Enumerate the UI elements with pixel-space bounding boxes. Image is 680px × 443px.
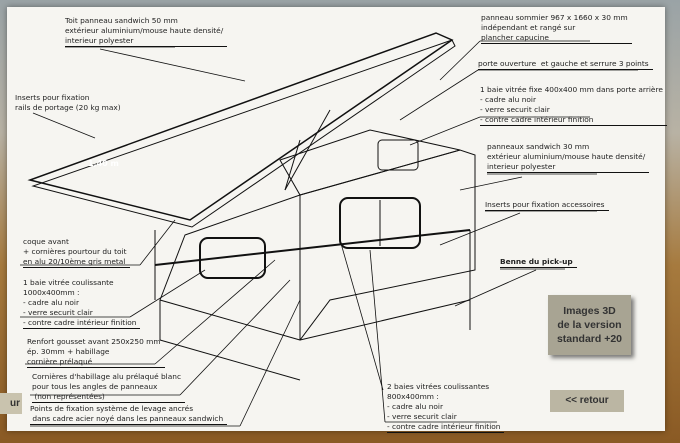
- dimension-label: 1,40 m: [88, 159, 119, 168]
- label-sommier: panneau sommier 967 x 1660 x 30 mm indép…: [481, 13, 632, 44]
- left-partial-button[interactable]: ur: [0, 393, 22, 414]
- label-points-fixation: Points de fixation système de levage anc…: [30, 404, 228, 425]
- label-renfort: Renfort gousset avant 250x250 mm ép. 30m…: [27, 337, 165, 368]
- label-toit: Toit panneau sandwich 50 mm extérieur al…: [65, 16, 228, 47]
- label-benne: Benne du pick-up: [500, 257, 577, 268]
- content-panel: [7, 7, 665, 431]
- label-inserts-accessoires: Inserts pour fixation accessoires: [485, 200, 609, 211]
- label-cornieres: Cornières d'habillage alu prélaqué blanc…: [32, 372, 186, 403]
- images-3d-button[interactable]: Images 3D de la version standard +20: [548, 295, 631, 355]
- label-inserts-toit: Inserts pour fixation rails de portage (…: [15, 93, 121, 112]
- label-baies-laterales: 2 baies vitrées coulissantes 800x400mm :…: [387, 382, 505, 433]
- label-baie-coulissante: 1 baie vitrée coulissante 1000x400mm : -…: [23, 278, 141, 329]
- retour-button[interactable]: << retour: [550, 390, 624, 412]
- label-panneaux: panneaux sandwich 30 mm extérieur alumin…: [487, 142, 650, 173]
- label-coque: coque avant + cornières pourtour du toit…: [23, 237, 131, 268]
- label-baie-arriere: 1 baie vitrée fixe 400x400 mm dans porte…: [480, 85, 667, 126]
- label-porte: porte ouverture et gauche et serrure 3 p…: [478, 59, 653, 70]
